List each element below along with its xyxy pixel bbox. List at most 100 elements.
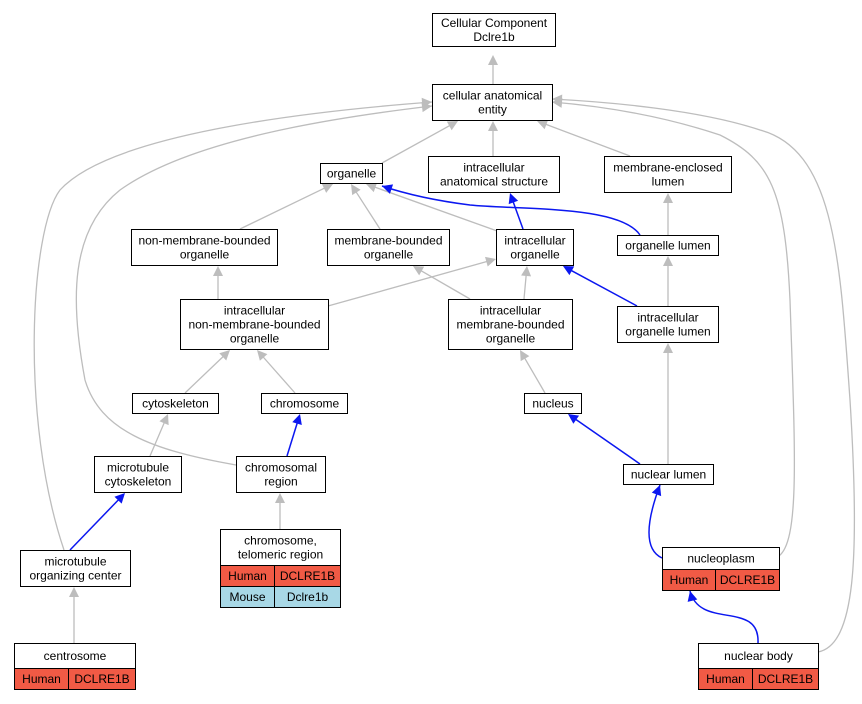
edge-chrreg-to-chromosome-part-of (286, 414, 302, 457)
edge-inmbo-to-io-is-a (327, 256, 496, 307)
edge-curve (551, 101, 796, 557)
node-label-line: organelle lumen (625, 239, 710, 253)
edge-arrowhead (321, 183, 333, 193)
edge-arrowhead (485, 256, 496, 267)
edge-line (184, 355, 224, 394)
node-label-line: organelle (486, 332, 536, 346)
edge-arrowhead (563, 266, 575, 276)
node-box (180, 299, 329, 350)
edge-line (381, 124, 451, 164)
node-ol[interactable]: organelle lumen (617, 235, 719, 256)
edge-imbo-to-mbo-is-a (413, 266, 471, 300)
node-box (617, 235, 719, 256)
edge-curve (551, 98, 856, 653)
edge-curve (381, 185, 641, 236)
node-box (261, 393, 348, 414)
edge-arrowhead (382, 184, 394, 194)
edge-nucbody-to-nucleoplasm-part-of (687, 590, 759, 644)
node-label-line: organelle (364, 248, 414, 262)
node-label-line: organelle (180, 248, 230, 262)
edge-nucbody-to-cae-is-a (551, 94, 856, 653)
node-label-line: non-membrane-bounded (138, 234, 270, 248)
edge-curve (33, 101, 433, 551)
node-nuclum[interactable]: nuclear lumen (623, 464, 714, 485)
edge-line (69, 498, 120, 551)
edge-mtc-to-cytoskeleton-is-a (149, 414, 169, 457)
edge-line (574, 418, 641, 465)
edge-line (286, 422, 299, 457)
node-label-line: microtubule (107, 461, 169, 475)
node-label-line: region (264, 475, 297, 489)
gene-cell (715, 569, 780, 591)
node-label-line: centrosome (44, 649, 107, 663)
edge-arrowhead (275, 493, 285, 503)
species-label: Human (670, 573, 709, 587)
node-label-line: nucleus (532, 397, 573, 411)
node-label-line: intracellular (463, 161, 524, 175)
node-nucleus[interactable]: nucleus (524, 393, 582, 414)
edge-cae-to-root-is-a (488, 55, 498, 84)
edge-arrowhead (520, 350, 530, 362)
gene-label: DCLRE1B (280, 569, 335, 583)
edge-nucleus-to-imbo-is-a (520, 350, 546, 394)
edge-arrowhead (568, 414, 580, 424)
node-organelle[interactable]: organelle (320, 163, 383, 184)
node-box (320, 163, 383, 184)
edge-nucleoplasm-to-nuclum-part-of (648, 484, 663, 559)
edge-line (374, 186, 501, 233)
edge-arrowhead (488, 121, 498, 131)
node-label-line: nucleoplasm (687, 552, 754, 566)
node-box (432, 13, 556, 47)
node-box (623, 464, 714, 485)
node-label-line: microtubule (44, 555, 106, 569)
node-inmbo[interactable]: intracellularnon-membrane-boundedorganel… (180, 299, 329, 350)
edge-arrowhead (213, 266, 223, 276)
node-box (496, 229, 574, 266)
node-box (236, 456, 326, 493)
edge-arrowhead (663, 193, 673, 203)
edge-arrowhead (114, 493, 125, 504)
edge-line (420, 269, 471, 300)
edge-nmbo-to-organelle-is-a (239, 183, 333, 230)
gene-cell (752, 668, 819, 690)
node-box (448, 299, 573, 350)
node-label-line: anatomical structure (440, 175, 548, 189)
node-cytoskeleton[interactable]: cytoskeleton (132, 393, 219, 414)
edge-line (355, 191, 381, 230)
edge-nuclum-to-iol-is-a (663, 343, 673, 464)
node-label-line: entity (478, 103, 507, 117)
edge-line (512, 201, 524, 230)
node-chromosome[interactable]: chromosome (261, 393, 348, 414)
gene-label: DCLRE1B (74, 672, 129, 686)
edge-organelle-to-cae-is-a (381, 121, 458, 164)
node-label-line: membrane-bounded (334, 234, 442, 248)
node-label-line: intracellular (637, 311, 698, 325)
edge-arrowhead (552, 94, 563, 105)
edge-arrowhead (488, 55, 498, 65)
node-label-line: intracellular (224, 304, 285, 318)
edge-arrowhead (446, 121, 458, 131)
node-label-line: nuclear body (724, 649, 793, 663)
edge-arrowhead (292, 414, 302, 426)
